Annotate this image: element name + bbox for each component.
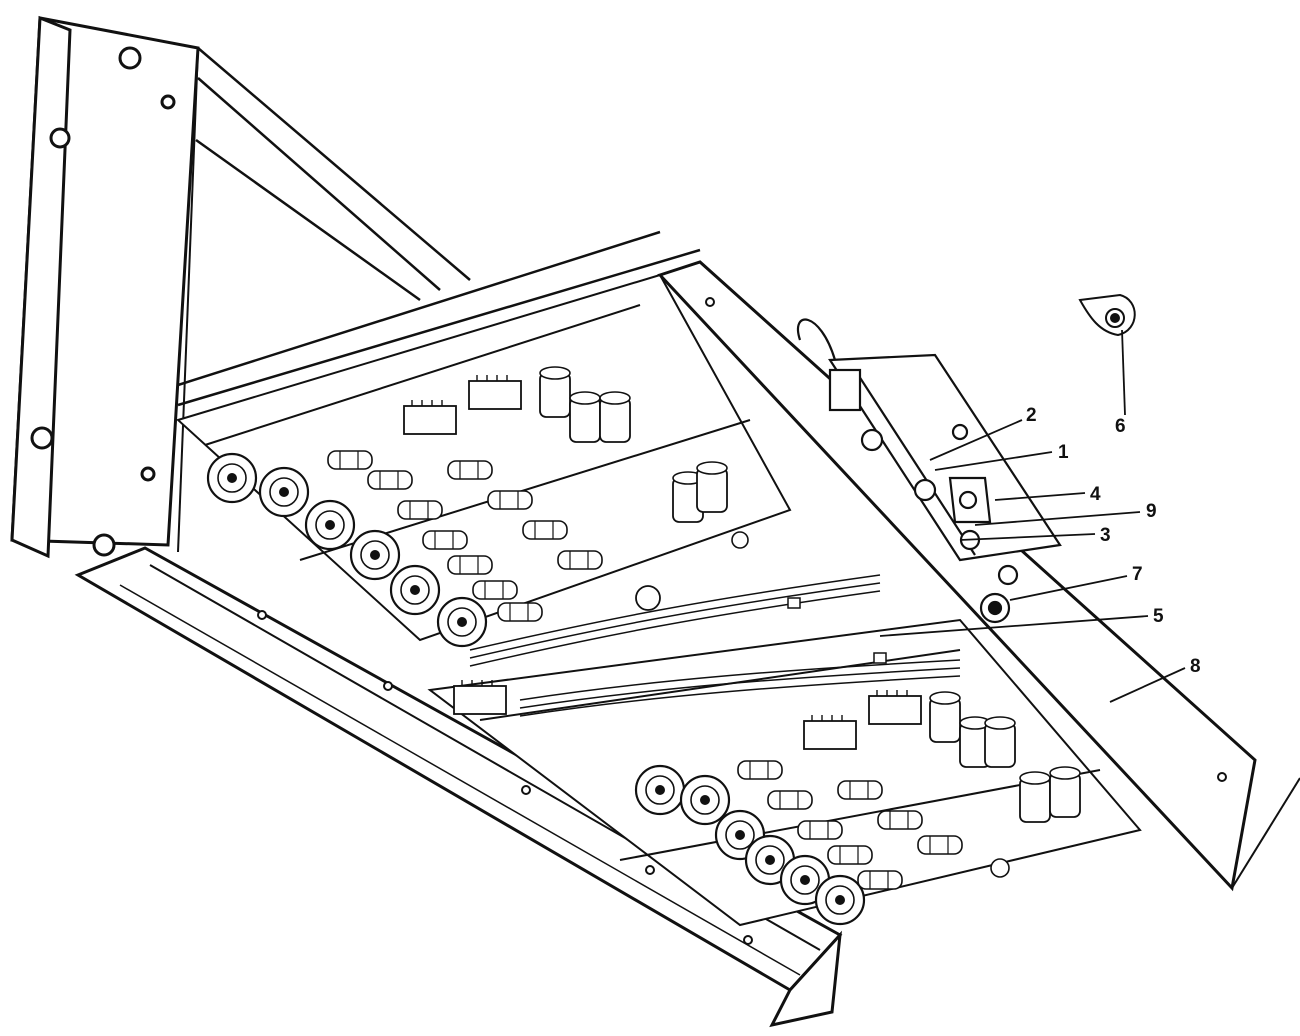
callout-labels: 2 1 4 9 3 7 5 8 6 — [1026, 405, 1201, 677]
upper-board-components — [206, 366, 749, 648]
front-panel-plate — [657, 260, 1300, 892]
callout-9: 9 — [1146, 501, 1157, 522]
loose-washer — [1078, 293, 1136, 337]
callout-leaders — [879, 329, 1186, 703]
callout-7: 7 — [1132, 564, 1143, 585]
switch-bracket-assembly — [797, 318, 1062, 624]
callout-4: 4 — [1090, 484, 1101, 505]
callout-8: 8 — [1190, 656, 1201, 677]
callout-3: 3 — [1100, 525, 1111, 546]
left-rack-ear — [10, 15, 200, 559]
callout-6: 6 — [1115, 416, 1126, 437]
top-frame-rails — [177, 47, 701, 407]
callout-1: 1 — [1058, 442, 1069, 463]
wiring-harness — [469, 574, 961, 717]
callout-5: 5 — [1153, 606, 1164, 627]
lower-board-components — [453, 679, 1081, 926]
callout-2: 2 — [1026, 405, 1037, 426]
chassis-side-rail — [74, 546, 843, 1028]
